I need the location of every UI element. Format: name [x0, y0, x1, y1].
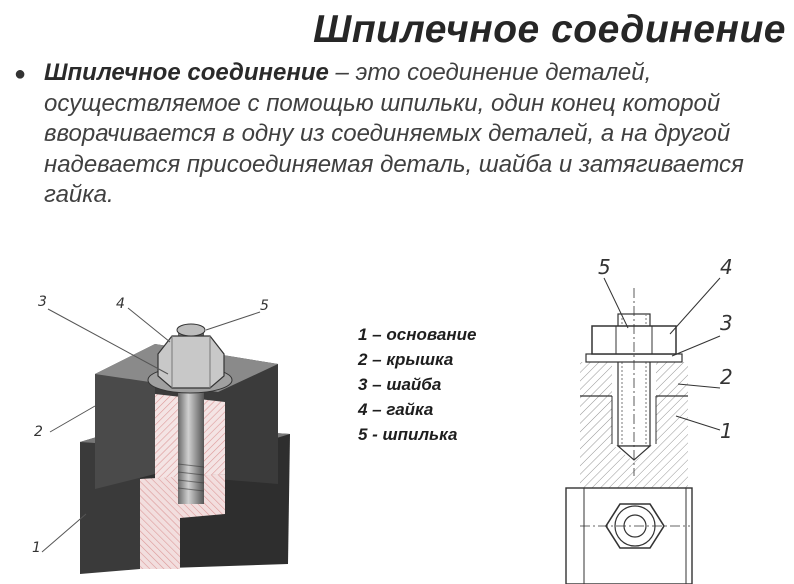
iso-callout-3: 3 [38, 294, 47, 310]
drawing-callout-3: 3 [720, 311, 733, 335]
technical-drawing: 5 4 3 2 1 [565, 255, 733, 584]
iso-callout-1: 1 [32, 540, 41, 556]
legend-item: 3 – шайба [358, 375, 442, 394]
isometric-cutaway-illustration: 3 4 5 2 1 [32, 294, 290, 574]
legend-item: 5 - шпилька [358, 425, 458, 444]
definition-body: – это соединение деталей, осуществляемое… [44, 59, 744, 208]
iso-callout-4: 4 [116, 296, 125, 312]
nut [157, 335, 225, 389]
drawing-callout-4: 4 [720, 255, 733, 279]
parts-legend: 1 – основание 2 – крышка 3 – шайба 4 – г… [358, 322, 476, 447]
slide-title: Шпилечное соединение [313, 8, 786, 51]
stud-top [176, 323, 206, 337]
section-view [580, 288, 688, 488]
definition-term: Шпилечное соединение [44, 59, 329, 86]
legend-item: 1 – основание [358, 325, 477, 344]
iso-callout-5: 5 [260, 298, 269, 314]
iso-callout-2: 2 [34, 424, 43, 440]
drawing-callout-1: 1 [720, 419, 733, 443]
legend-item: 4 – гайка [358, 400, 434, 419]
drawing-callout-2: 2 [720, 365, 733, 389]
definition-text: Шпилечное соединение – это соединение де… [44, 58, 744, 211]
drawing-callout-5: 5 [598, 255, 611, 279]
plan-view [565, 487, 693, 584]
bullet-icon: ● [14, 63, 27, 85]
legend-item: 2 – крышка [358, 350, 454, 369]
